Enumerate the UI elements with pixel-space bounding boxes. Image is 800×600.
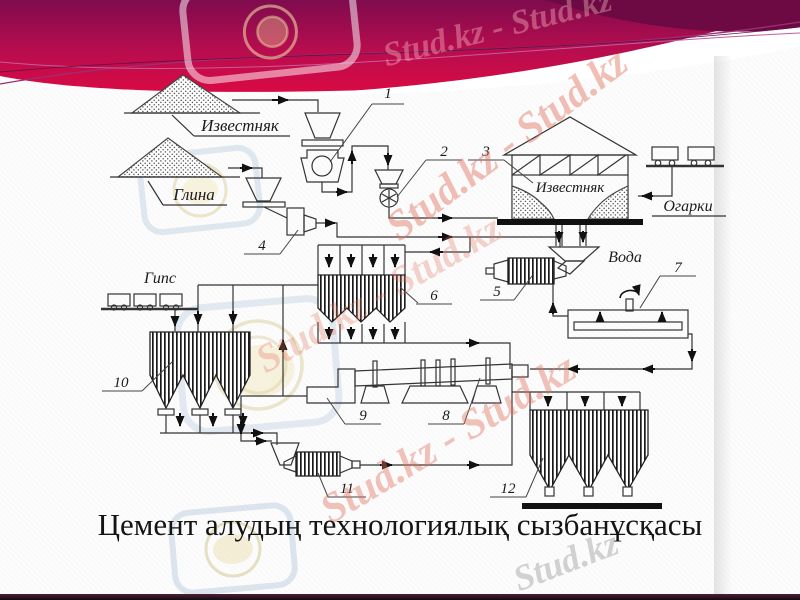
callout-8: 8 (442, 408, 450, 424)
logo-watermark-bottom-left (168, 502, 298, 596)
banner-logo-watermark (179, 0, 361, 84)
limestone-storage-3 (497, 116, 643, 275)
slide-caption: Цемент алудың технологиялық сызбанұсқасы (98, 507, 703, 542)
crusher-unit-1 (300, 112, 389, 193)
water-funnel (547, 246, 601, 262)
callout-11: 11 (340, 481, 354, 497)
header-dark-wedge (545, 0, 800, 32)
label-water: Вода (608, 249, 642, 266)
callout-4: 4 (258, 238, 266, 254)
header-white-swoosh (240, 8, 800, 96)
callout-9: 9 (359, 408, 367, 424)
callout-12: 12 (501, 481, 517, 497)
callout-2: 2 (440, 144, 448, 160)
wet-mill-5 (485, 257, 568, 317)
logo-watermark-upper-left (137, 144, 263, 236)
feeder-unit-2 (374, 169, 498, 219)
bottom-border-bar (0, 594, 800, 600)
gypsum-silos-10 (101, 284, 318, 445)
callout-10: 10 (114, 375, 130, 391)
callout-6: 6 (430, 288, 438, 304)
process-diagram (101, 74, 726, 509)
label-gypsum: Гипс (143, 270, 176, 287)
flow-arrows (170, 95, 697, 470)
header-thin-line-2 (0, 32, 800, 69)
callout-5: 5 (493, 284, 501, 300)
header-wave (0, 0, 800, 96)
clay-pile (110, 137, 240, 206)
header-thin-line-3 (0, 26, 800, 73)
limestone-pile (124, 74, 290, 137)
label-limestone-store: Известняк (535, 180, 606, 196)
line-pile2-to-hopper (228, 167, 263, 178)
label-cinders: Огарки (663, 198, 712, 215)
rotation-icon (619, 284, 641, 299)
cement-silos-12 (512, 391, 662, 509)
slurry-basin-7 (511, 284, 693, 392)
callout-7: 7 (674, 260, 683, 276)
cement-mill-11 (270, 392, 513, 477)
label-limestone-pile: Известняк (200, 116, 280, 135)
kiln-head-9 (306, 368, 356, 404)
callout-leaders (102, 103, 696, 498)
line-pile1-to-crusher (232, 99, 319, 112)
callout-3: 3 (481, 144, 490, 160)
callout-1: 1 (384, 86, 392, 102)
label-clay: Глина (172, 185, 215, 204)
page-edge-shadow (714, 56, 732, 594)
